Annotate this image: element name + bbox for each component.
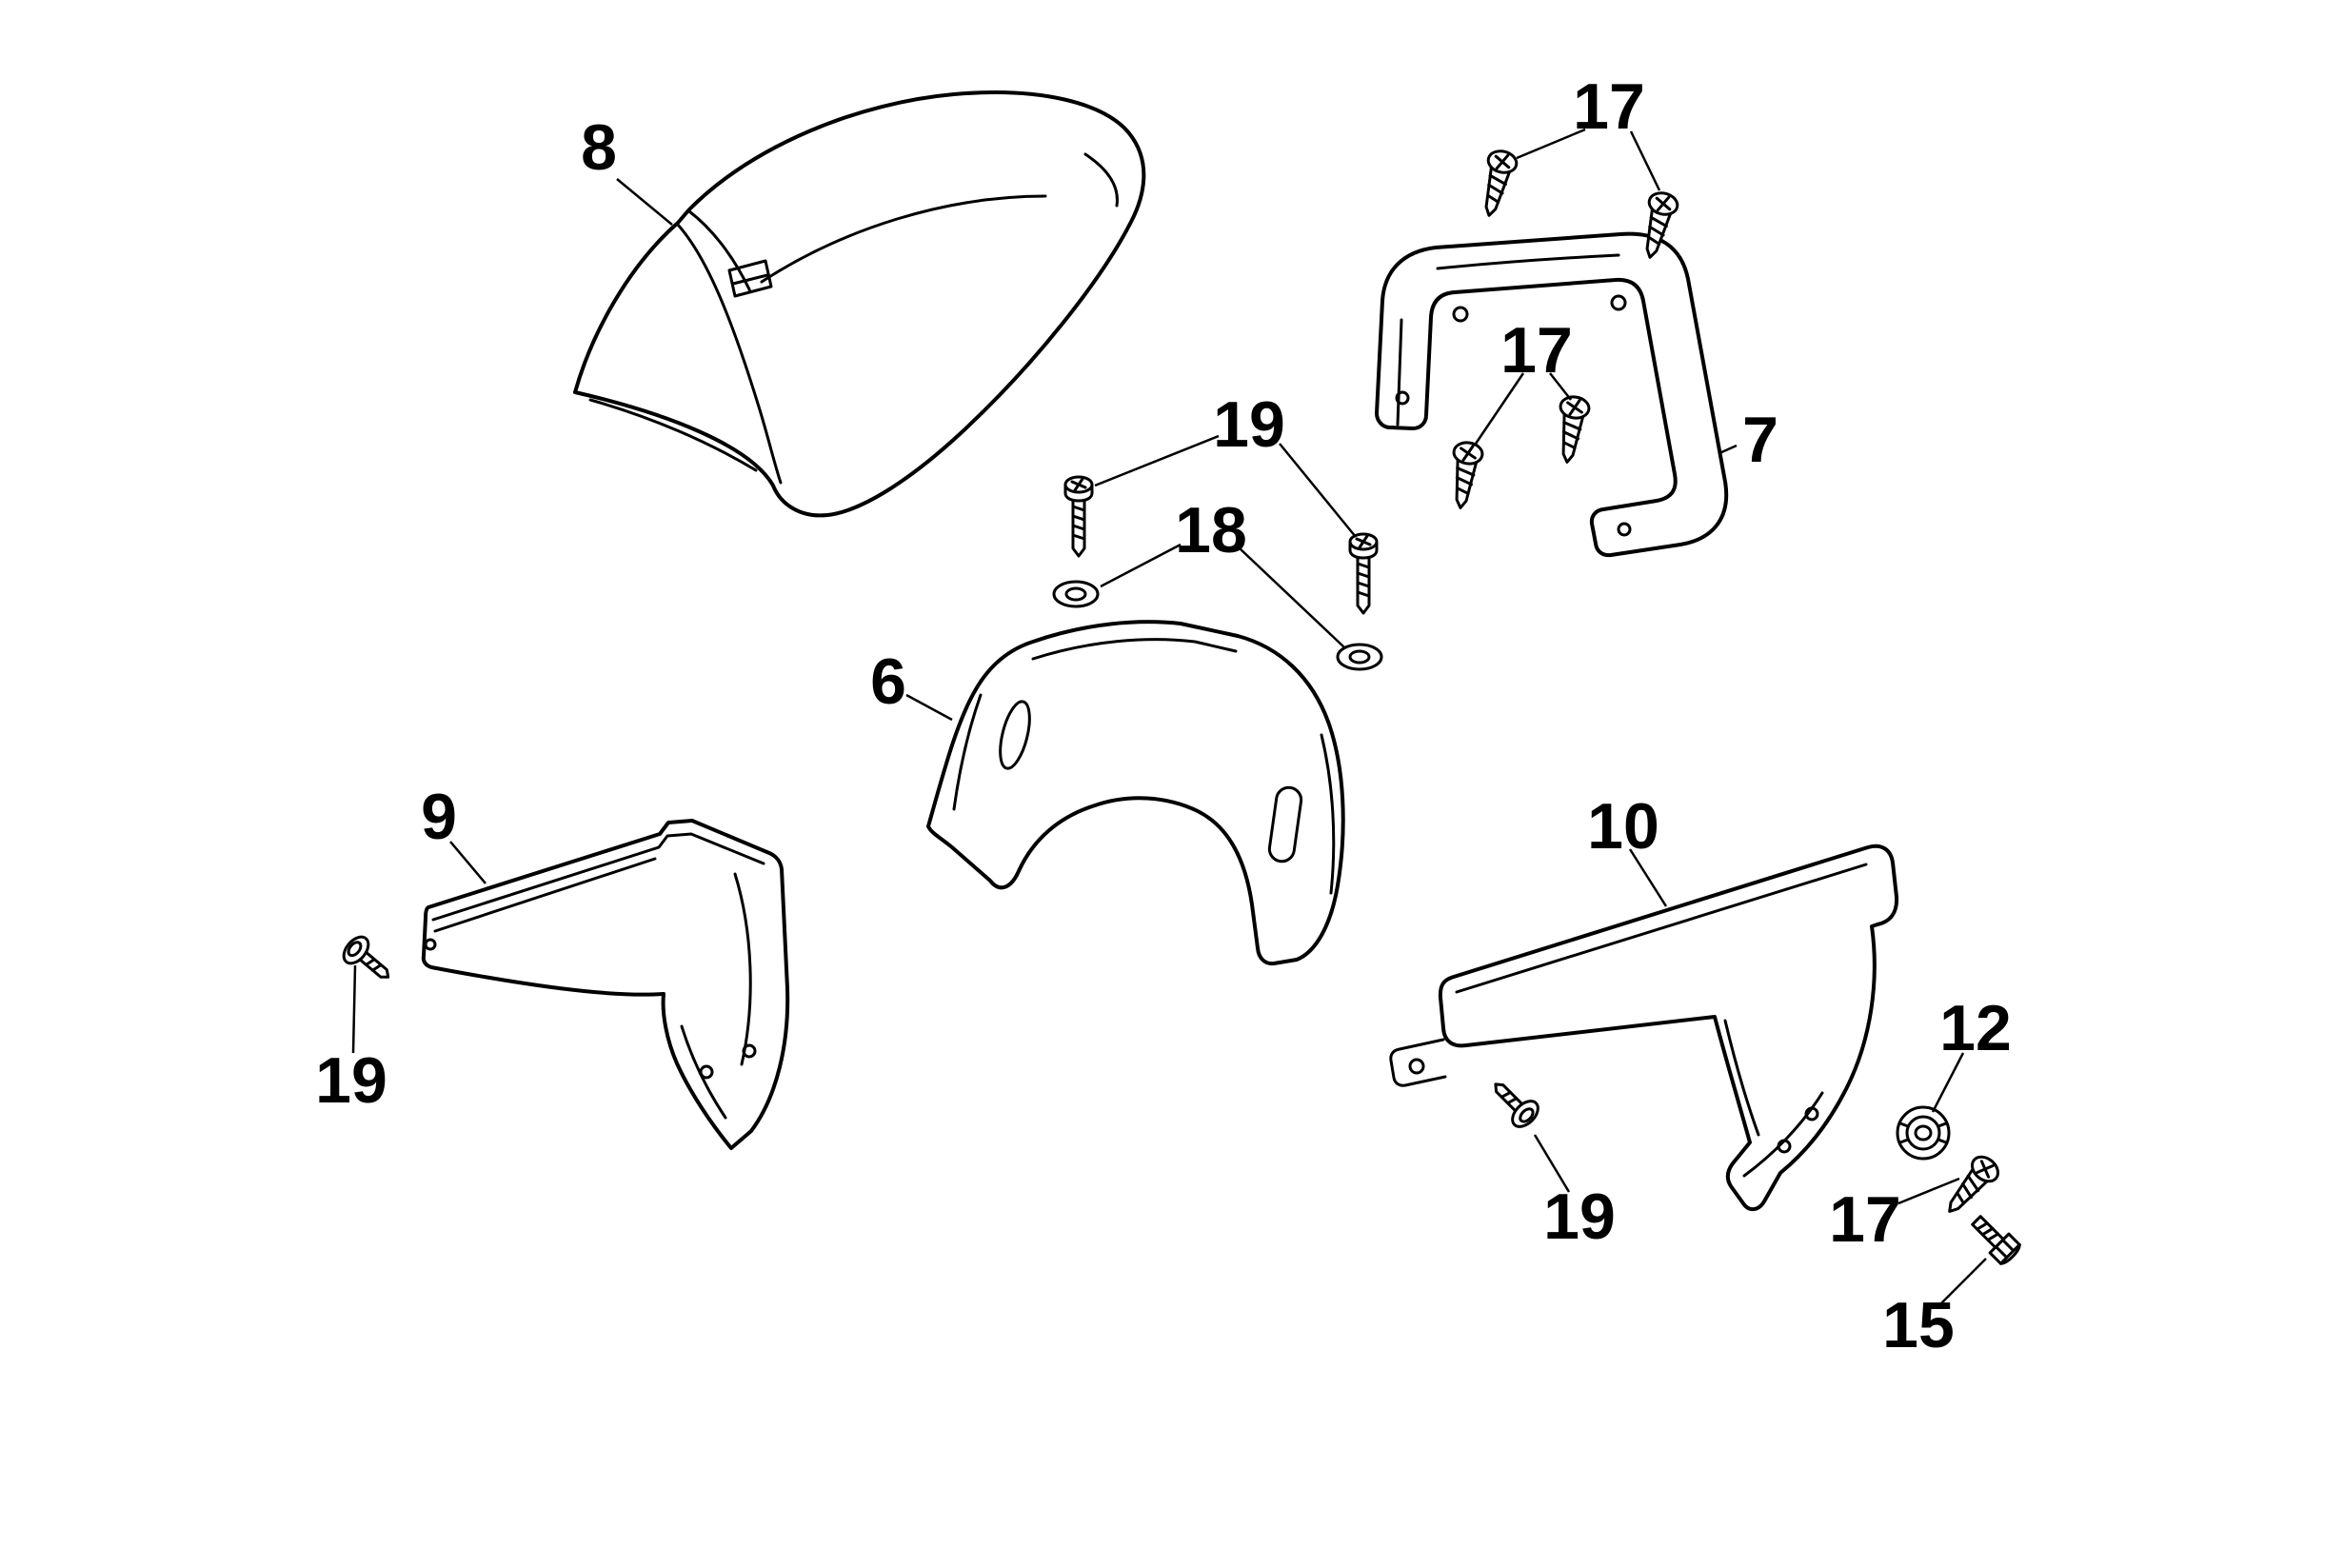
callout-17-top: 17 xyxy=(1573,70,1645,143)
callout-labels: 8 17 7 17 19 18 6 9 19 10 19 12 17 15 xyxy=(315,70,2012,1361)
washer-18-icon xyxy=(1052,580,1100,608)
screw-17-icon xyxy=(1937,1150,2005,1222)
screw-19-icon xyxy=(1063,475,1094,558)
callout-17-bottom: 17 xyxy=(1829,1183,1901,1256)
callout-9: 9 xyxy=(421,781,457,853)
part-9-left-side-cover xyxy=(421,819,790,1150)
callout-15: 15 xyxy=(1882,1289,1955,1361)
screw-19-icon xyxy=(1483,1072,1544,1133)
callout-19-center: 19 xyxy=(1213,388,1285,461)
part-6-center-cowl xyxy=(926,620,1345,966)
callout-17-mid: 17 xyxy=(1500,314,1573,387)
slot-right xyxy=(1267,785,1303,863)
slot-left xyxy=(999,700,1031,770)
screw-19-icon xyxy=(337,930,400,991)
leader-lines xyxy=(351,128,1987,1305)
screw-17-icon xyxy=(1551,393,1592,466)
bolt-15-icon xyxy=(1965,1209,2024,1268)
part-8-seat xyxy=(573,90,1146,518)
mount-tab xyxy=(1389,1038,1447,1087)
callout-18: 18 xyxy=(1175,494,1247,566)
screw-17-icon xyxy=(1473,147,1520,221)
callout-8: 8 xyxy=(581,111,617,184)
part-10-right-side-cover xyxy=(1389,844,1899,1212)
washer-18-icon xyxy=(1336,643,1383,671)
screw-17-icon xyxy=(1444,439,1485,512)
callout-19-bottom: 19 xyxy=(1543,1181,1616,1253)
callout-6: 6 xyxy=(870,645,906,718)
grommet-12-icon xyxy=(1896,1105,1951,1161)
screw-19-icon xyxy=(1348,532,1379,615)
callout-19-left: 19 xyxy=(315,1044,387,1117)
part-7-grab-rail xyxy=(1375,231,1729,558)
callout-12: 12 xyxy=(1939,992,2012,1064)
callout-7: 7 xyxy=(1742,404,1778,476)
callout-10: 10 xyxy=(1587,790,1659,863)
